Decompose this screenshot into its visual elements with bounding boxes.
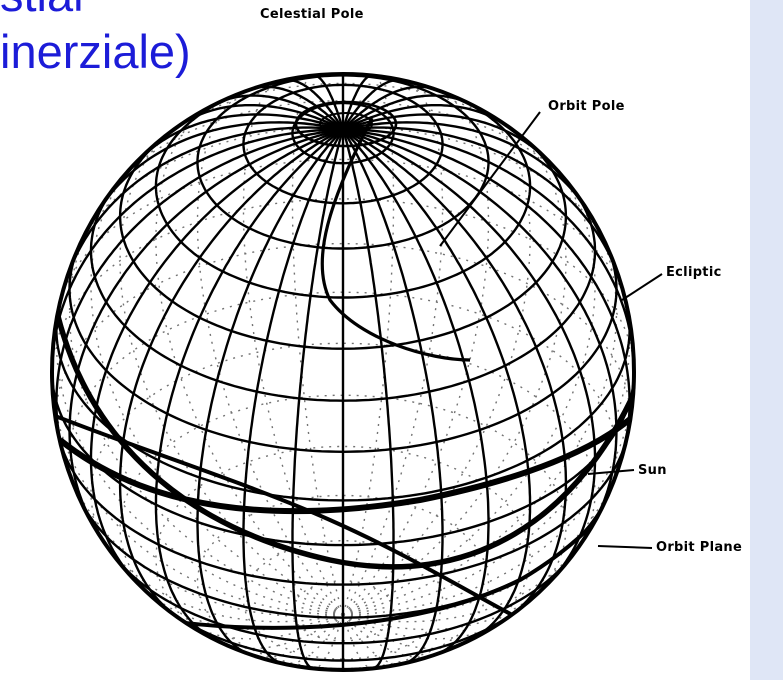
celestial-sphere-diagram: Celestial Pole Orbit Pole Ecliptic Sun O… xyxy=(0,0,750,680)
grid-line xyxy=(70,247,344,452)
label-orbit-plane: Orbit Plane xyxy=(656,540,742,555)
grid-line xyxy=(343,130,595,580)
grid-line xyxy=(156,130,343,640)
label-celestial-pole: Celestial Pole xyxy=(260,7,364,22)
label-ecliptic: Ecliptic xyxy=(666,265,722,280)
grid-line xyxy=(343,247,617,452)
label-sun: Sun xyxy=(638,463,667,478)
slide-side-bar xyxy=(750,0,783,680)
label-orbit-pole: Orbit Pole xyxy=(548,99,625,114)
